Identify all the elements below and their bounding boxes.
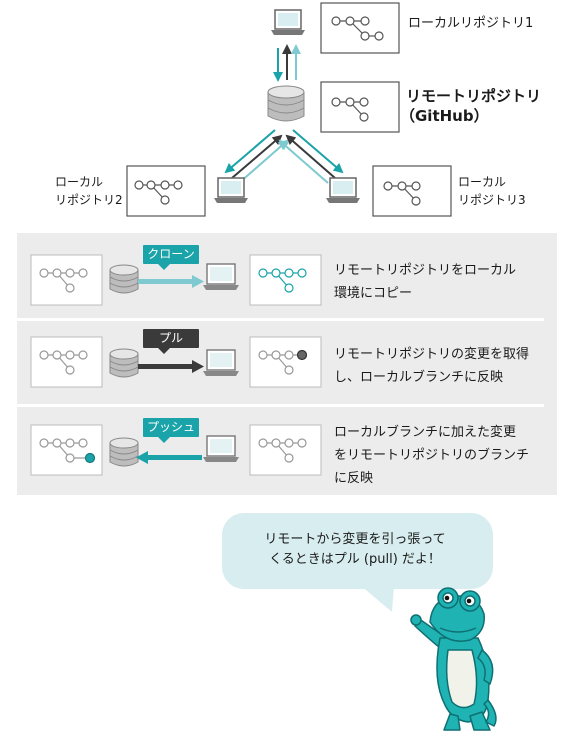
speech-bubble xyxy=(222,513,493,612)
pull-tag: プル xyxy=(143,329,199,348)
pull-description-line1: リモートリポジトリの変更を取得 xyxy=(334,347,530,362)
frog-character xyxy=(410,587,497,731)
local-repo-1-label: ローカルリポジトリ1 xyxy=(408,16,534,31)
local-repo-2-label-line1: ローカル xyxy=(55,175,104,189)
database-icon xyxy=(109,437,139,467)
speech-line-2: くるときはプル (pull) だよ！ xyxy=(269,552,441,567)
local-repo-2-label-line2: リポジトリ2 xyxy=(55,193,123,207)
push-description-line2: をリモートリポジトリのブランチ xyxy=(334,448,530,463)
database-icon xyxy=(109,348,139,378)
clone-description-line2: 環境にコピー xyxy=(334,286,413,301)
branch-graph-icon xyxy=(30,336,103,388)
local-repo-3-label-line1: ローカル xyxy=(458,175,507,189)
remote-repo-label: リモートリポジトリ xyxy=(406,87,542,105)
branch-graph-icon xyxy=(30,254,103,306)
branch-graph-icon xyxy=(320,2,400,54)
laptop-icon xyxy=(202,435,240,463)
push-description-line3: に反映 xyxy=(334,471,374,486)
speech-line-1: リモートから変更を引っ張って xyxy=(264,532,446,547)
branch-graph-icon xyxy=(320,81,400,133)
branch-graph-icon xyxy=(126,165,206,217)
speech-bubble-text: リモートから変更を引っ張って くるときはプル (pull) だよ！ xyxy=(240,530,470,570)
divider xyxy=(17,318,544,321)
branch-graph-icon xyxy=(249,254,322,306)
remote-repo-sublabel: （GitHub） xyxy=(400,107,489,125)
database-icon xyxy=(109,264,139,294)
branch-graph-icon xyxy=(249,424,322,476)
pull-description-line2: し、ローカルブランチに反映 xyxy=(334,370,504,385)
architecture-graphic xyxy=(126,2,452,217)
local-repo-3-label-line2: リポジトリ3 xyxy=(458,193,526,207)
push-description-line1: ローカルブランチに加えた変更 xyxy=(334,425,517,440)
clone-tag: クローン xyxy=(143,245,199,264)
divider xyxy=(17,404,544,407)
clone-description-line1: リモートリポジトリをローカル xyxy=(334,263,517,278)
laptop-icon xyxy=(202,263,240,291)
branch-graph-icon xyxy=(372,165,452,217)
branch-graph-icon xyxy=(249,336,322,388)
push-tag: プッシュ xyxy=(143,418,199,437)
branch-graph-icon xyxy=(30,424,103,476)
laptop-icon xyxy=(202,349,240,377)
